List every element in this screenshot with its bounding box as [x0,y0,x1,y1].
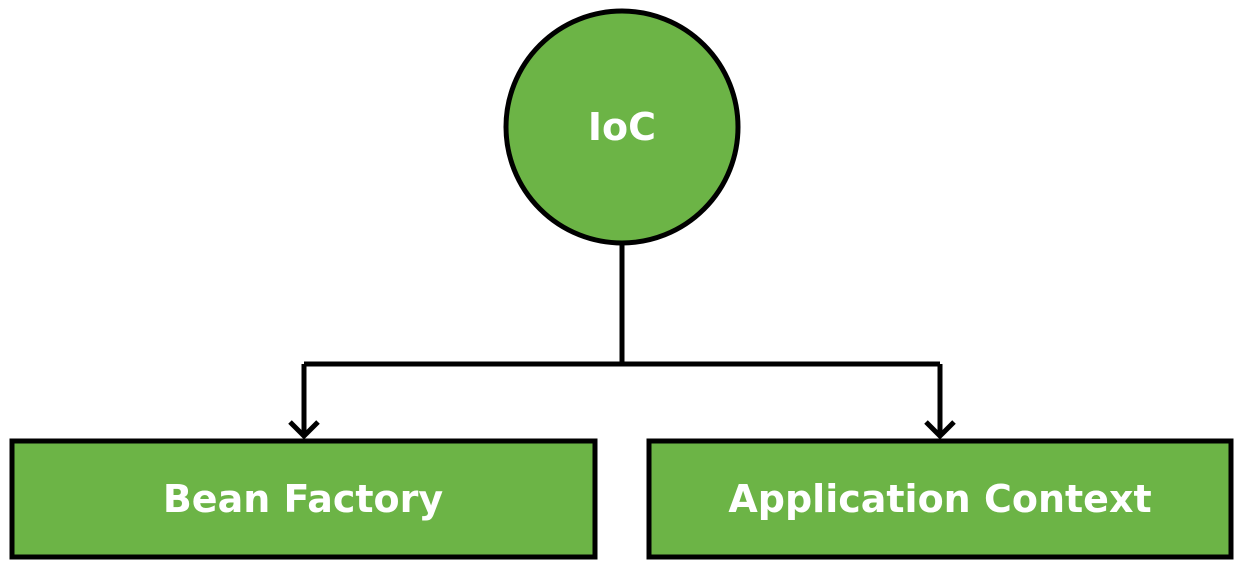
child-node-application-context-box [646,438,1234,560]
arrowhead-application-context [924,420,956,440]
child-node-bean-factory-label: Bean Factory [163,477,444,521]
child-node-bean-factory-box [9,438,598,560]
child-node-bean-factory: Bean Factory [9,438,598,560]
child-node-application-context: Application Context [646,438,1234,560]
root-node-circle [503,8,741,246]
arrowhead-bean-factory [288,420,320,440]
child-node-application-context-label: Application Context [728,477,1151,521]
connectors [288,244,956,440]
root-node-label: IoC [588,105,656,149]
root-node-ioc: IoC [503,8,741,246]
